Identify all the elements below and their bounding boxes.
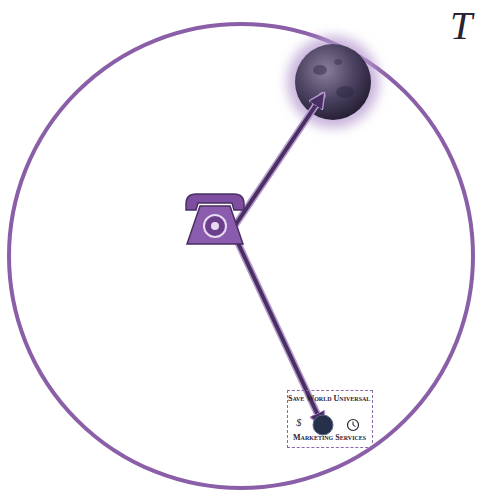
arrow-to-moon <box>232 96 322 230</box>
moon <box>287 36 379 128</box>
arrow-outline <box>232 96 322 230</box>
telephone-dial-center <box>211 222 219 230</box>
clock-hands <box>353 422 356 427</box>
moon-crater <box>336 86 354 98</box>
arrows <box>232 96 322 424</box>
box-text: $ <box>296 416 302 428</box>
dashed-box: Save World Universal $ Marketing Services <box>287 390 373 448</box>
globe-symbol <box>313 415 333 435</box>
clock-symbol <box>348 420 359 431</box>
moon-body <box>295 44 371 120</box>
moon-crater <box>334 59 342 65</box>
frame-circle <box>9 24 473 488</box>
telephone-dial <box>204 215 226 237</box>
telephone-body <box>187 206 243 244</box>
moon-glow <box>287 36 379 128</box>
box-symbols <box>313 415 359 435</box>
box-text: Save World Universal <box>288 394 370 403</box>
title-fragment: T <box>450 2 472 49</box>
telephone-icon <box>186 194 244 244</box>
box-text: Marketing Services <box>293 433 366 442</box>
moon-crater <box>313 65 327 75</box>
